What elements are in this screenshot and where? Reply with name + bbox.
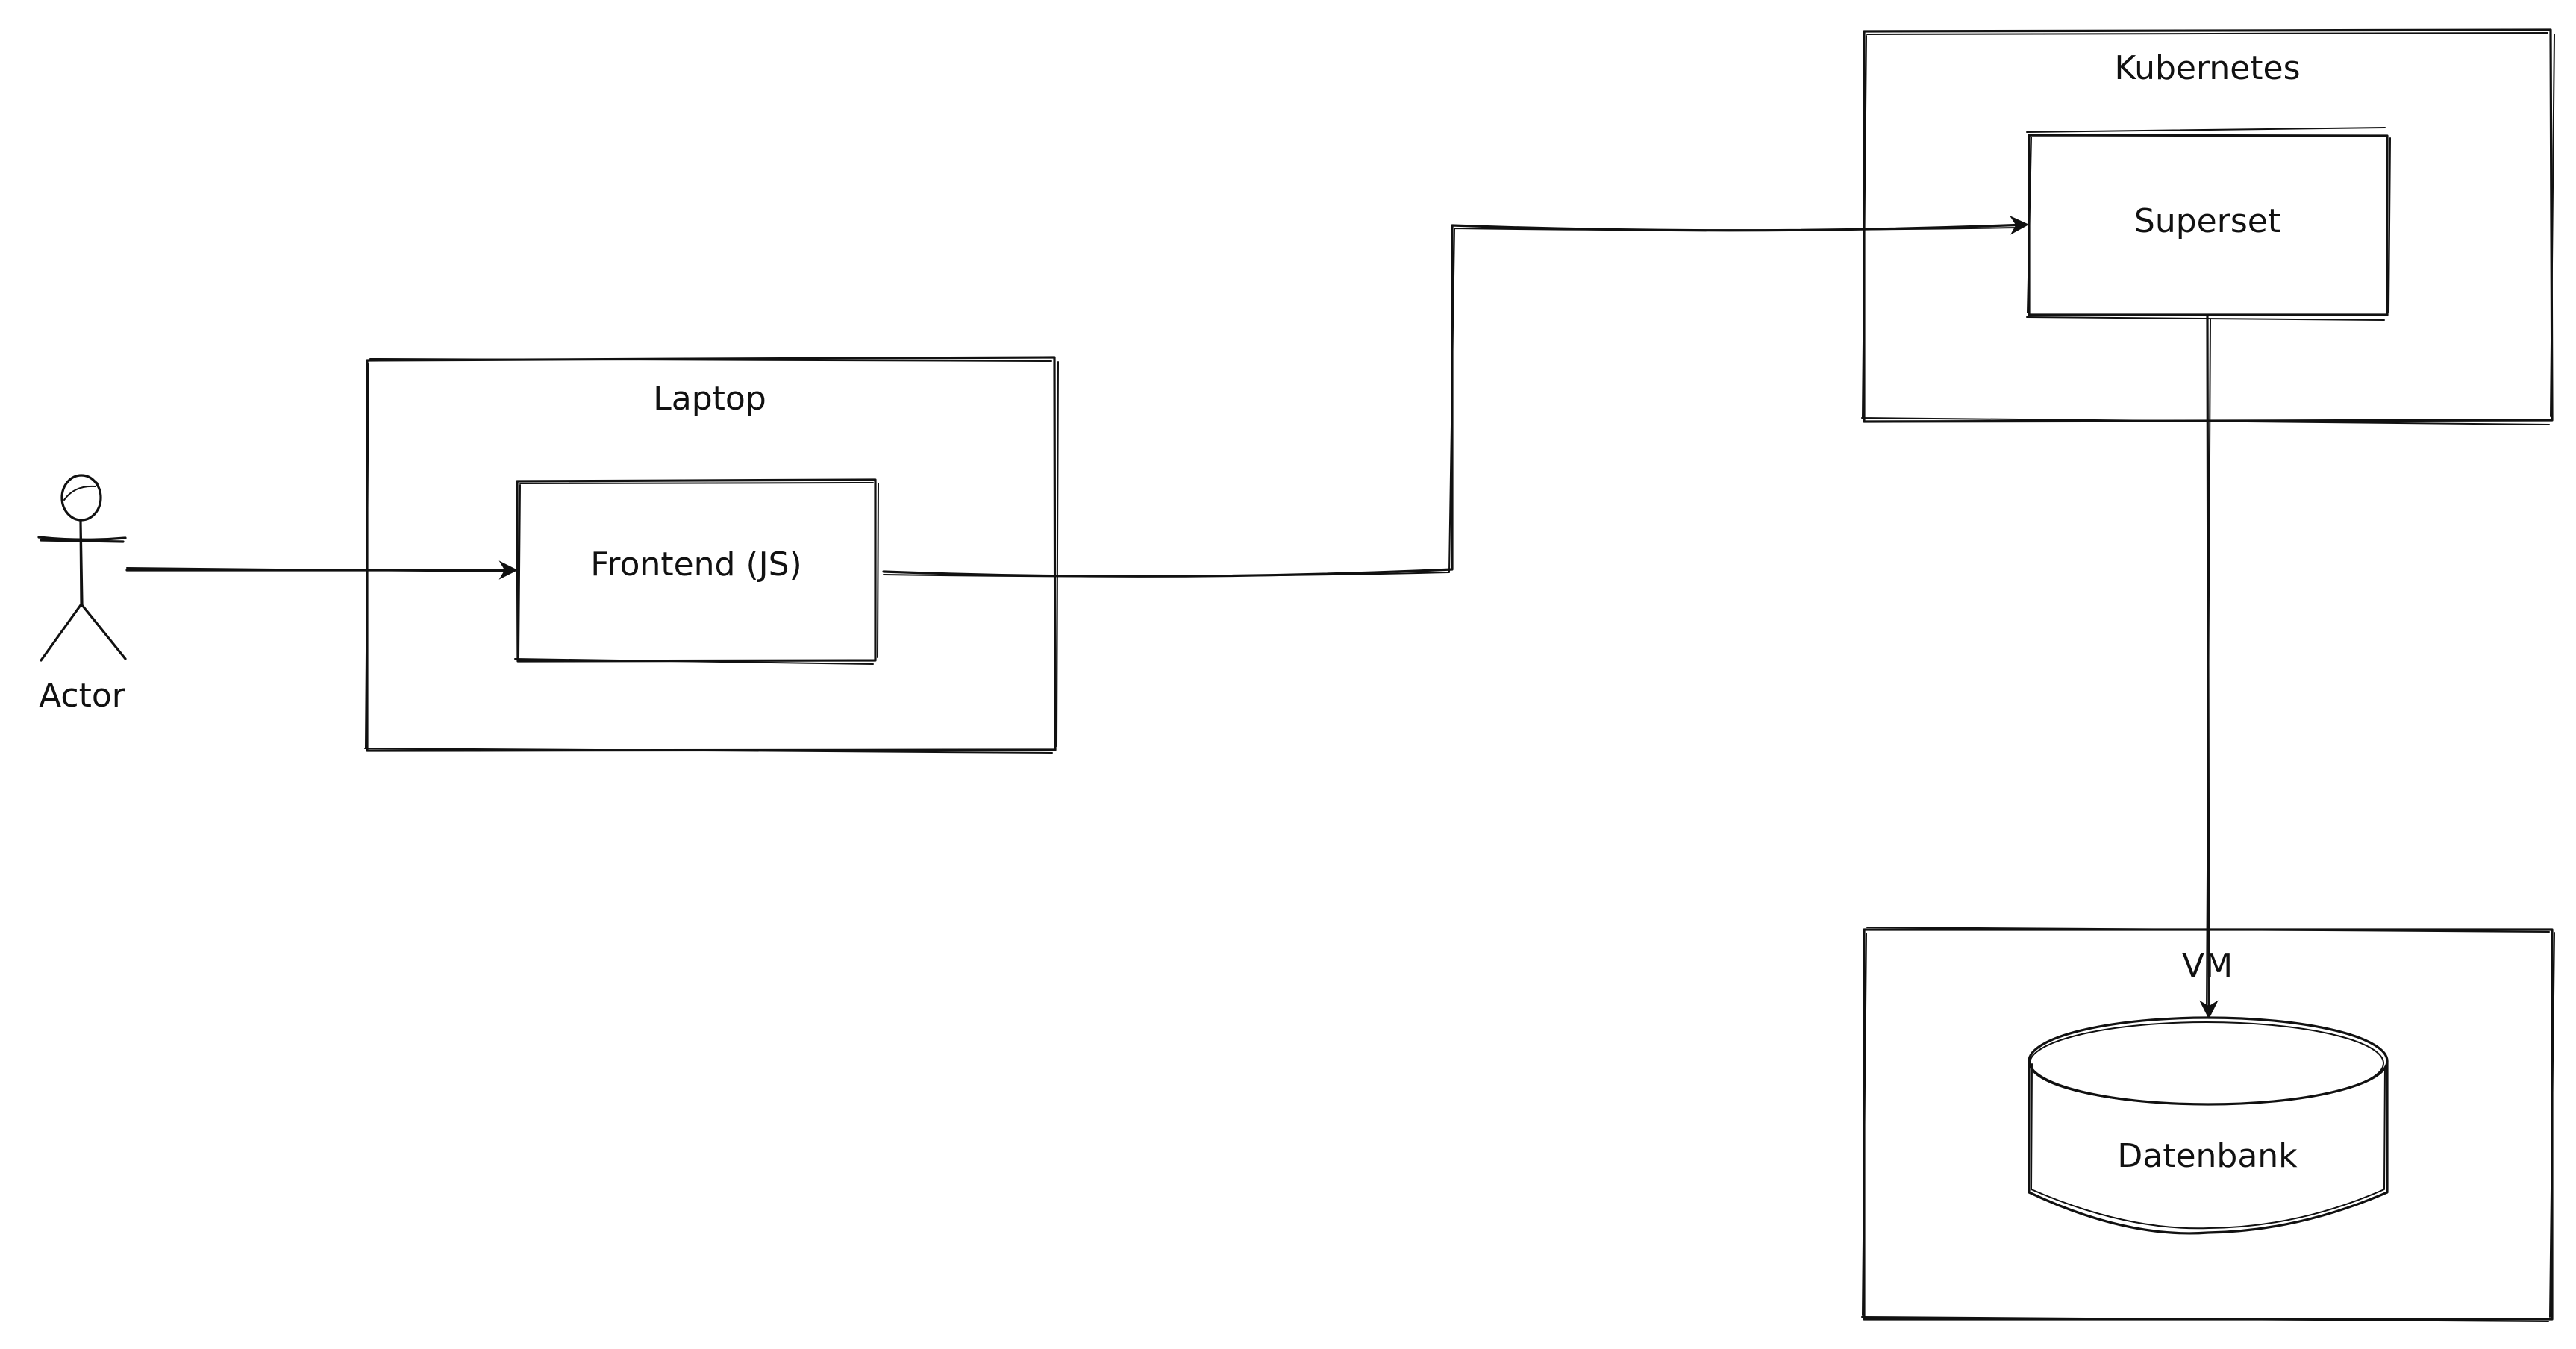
database-node: Datenbank [2028, 1016, 2389, 1235]
edge-frontend-superset [882, 225, 2026, 578]
frontend-node: Frontend (JS) [514, 478, 879, 665]
actor-label: Actor [39, 677, 126, 715]
superset-node: Superset [2026, 127, 2391, 321]
kubernetes-container: Kubernetes [1861, 28, 2555, 425]
edge-superset-database [2207, 315, 2210, 1016]
frontend-label: Frontend (JS) [590, 545, 801, 583]
actor: Actor [37, 474, 127, 715]
laptop-title: Laptop [653, 380, 766, 418]
superset-label: Superset [2134, 202, 2280, 240]
edge-actor-frontend [125, 568, 515, 572]
kubernetes-title: Kubernetes [2114, 49, 2300, 87]
database-label: Datenbank [2117, 1137, 2298, 1175]
laptop-container: Laptop [364, 356, 1059, 754]
stick-figure-icon [37, 474, 127, 662]
